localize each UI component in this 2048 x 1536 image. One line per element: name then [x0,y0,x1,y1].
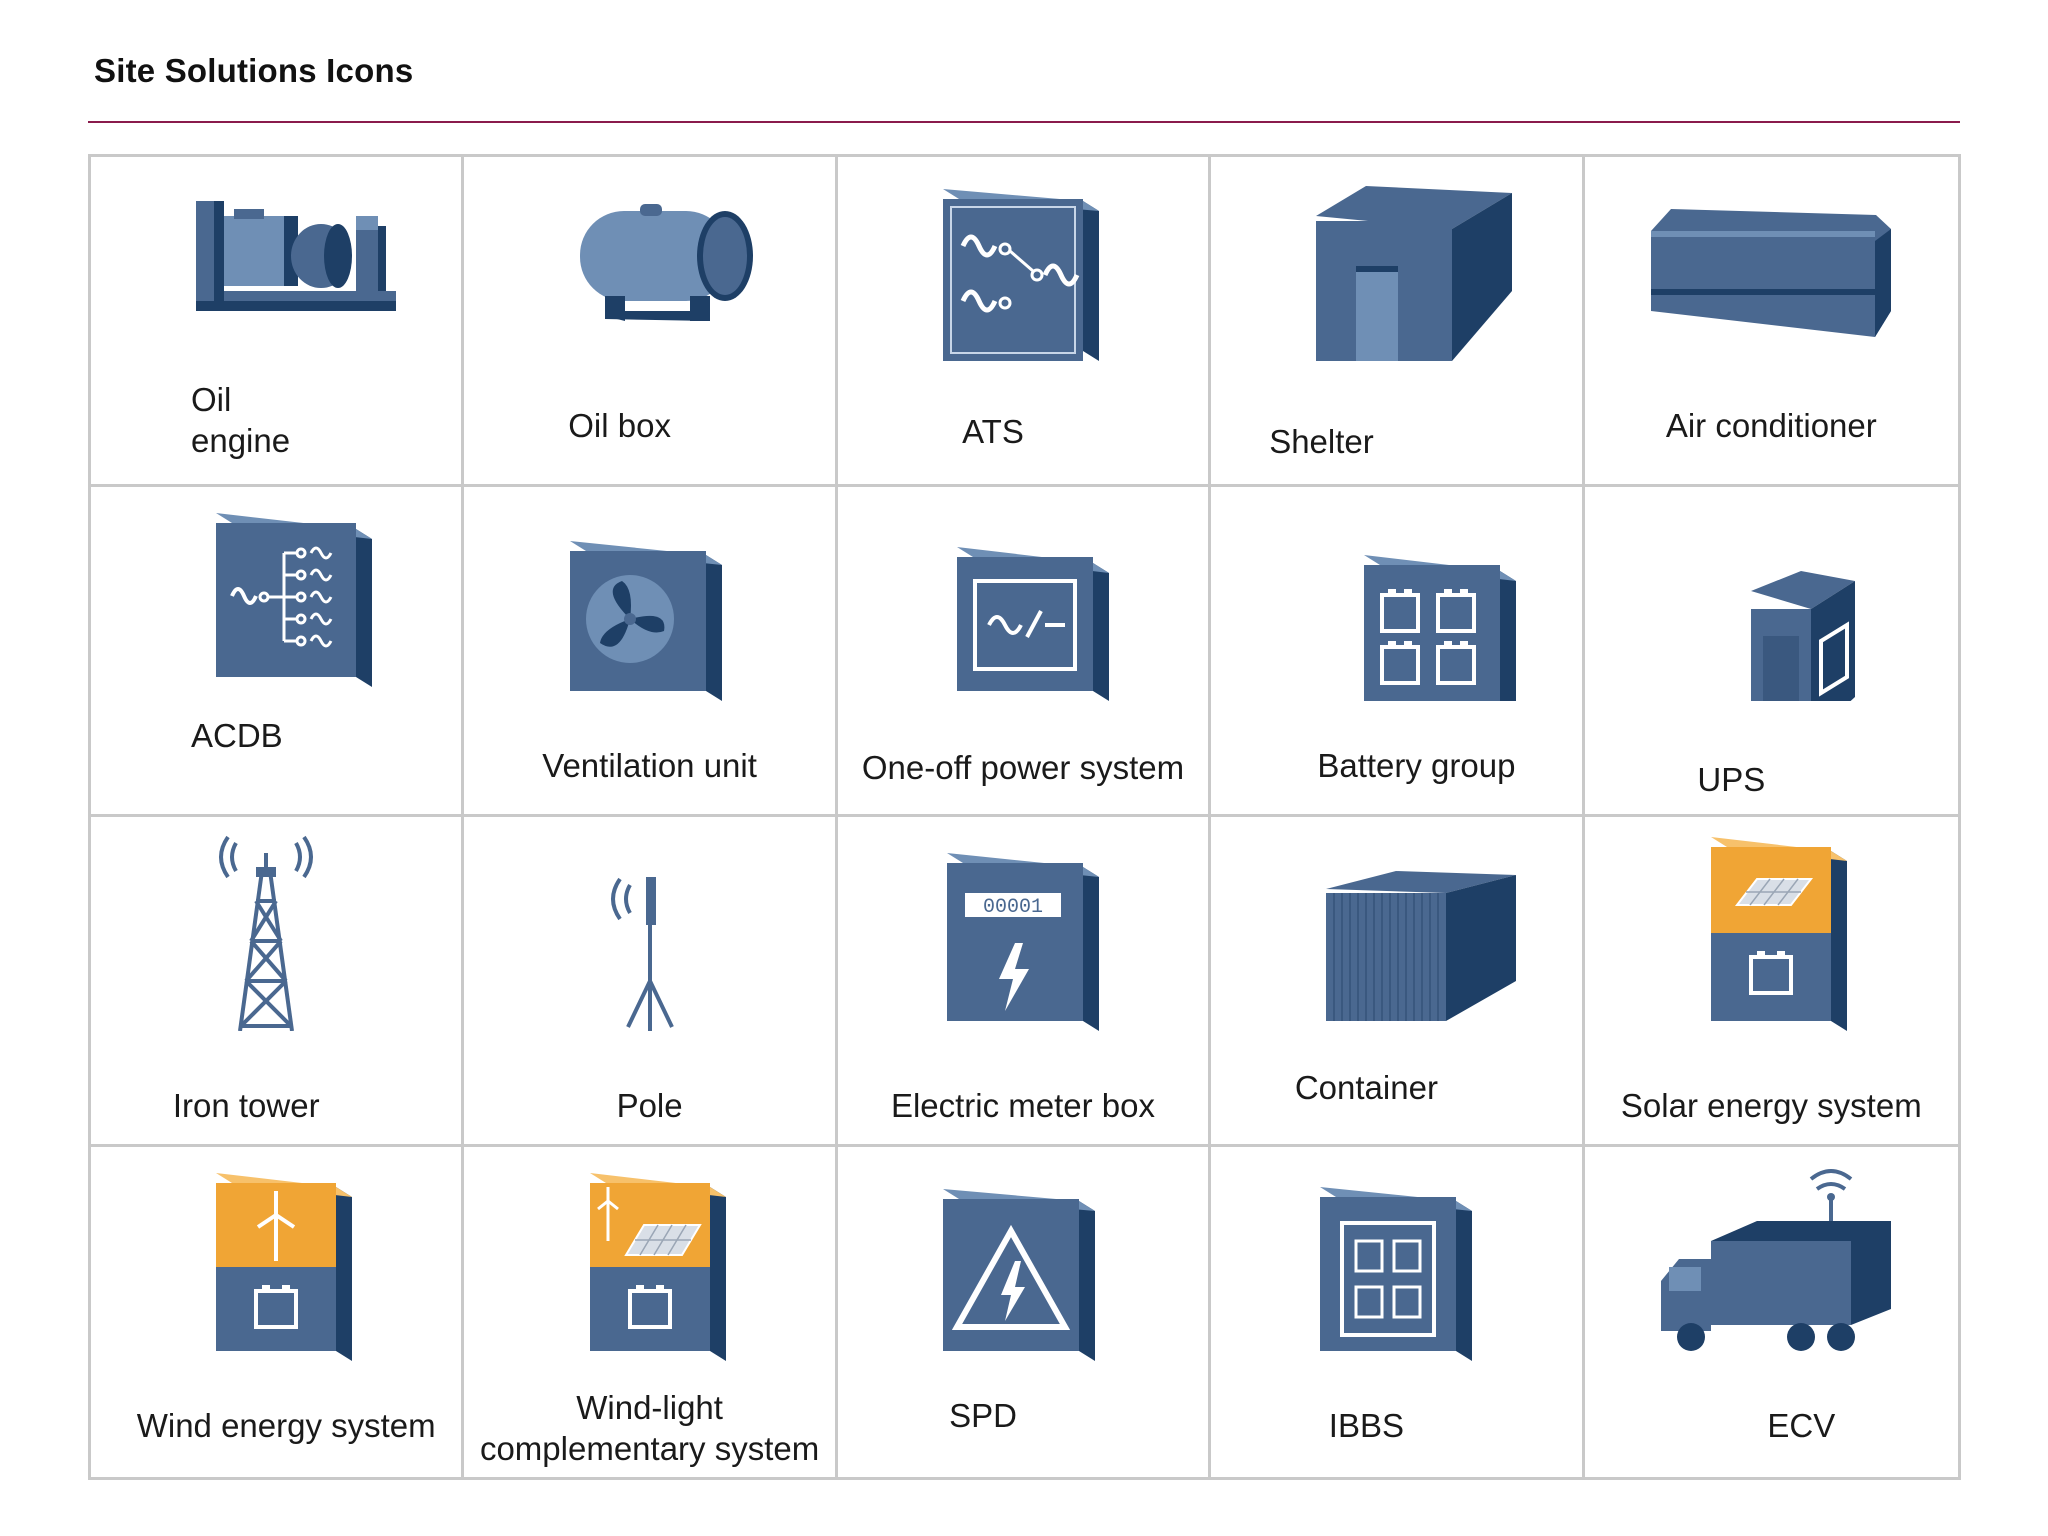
icon-label: ATS [962,413,1024,450]
icon-cell-container: Container [1211,817,1585,1147]
solar-energy-system-icon [1711,837,1848,1031]
icon-label: ACDB [191,717,283,754]
pole-icon [610,877,674,1031]
icon-cell-oil-box: Oil box [464,157,838,487]
icon-cell-spd: SPD [838,1147,1212,1477]
shelter-icon [1316,186,1513,361]
icon-cell-acdb: ACDB [91,487,465,817]
title-divider [88,121,1960,123]
icon-label: Ventilation unit [542,747,757,784]
icon-cell-ecv: ECV [1585,1147,1958,1477]
icon-label: Solar energy system [1620,1087,1922,1124]
icon-cell-wind-energy-system: Wind energy system [91,1147,465,1477]
wind-energy-system-icon [216,1173,353,1361]
icon-cell-one-off-power-system: One-off power system [837,487,1212,817]
icon-label: UPS [1697,761,1766,798]
icon-cell-shelter: Shelter [1211,157,1585,487]
battery-group-icon [1364,555,1517,701]
icon-label: Pole [616,1087,683,1124]
icon-cell-ats: ATS [837,157,1212,487]
icon-label: Wind energy system [136,1407,436,1444]
meter-digits: 00001 [983,896,1043,919]
acdb-icon [216,513,373,687]
icon-label: Iron tower [172,1087,320,1124]
one-off-power-system-icon [956,547,1109,701]
icon-label: Wind-light complementary system [479,1389,820,1468]
icon-label: SPD [949,1397,1017,1434]
icon-grid: Oil engine Oil box ATS [88,154,1961,1480]
icon-cell-ventilation-unit: Ventilation unit [464,487,838,817]
oil-engine-icon [196,201,397,311]
ups-icon [1751,571,1856,701]
icon-label: IBBS [1328,1407,1404,1444]
electric-meter-box-icon: 00001 [946,853,1099,1031]
icon-cell-pole: Pole [464,817,838,1147]
icon-cell-battery-group: Battery group [1211,487,1585,817]
ats-icon [942,189,1099,361]
icon-label: ECV [1767,1407,1836,1444]
icon-label: Oil box [568,407,671,444]
container-icon [1326,871,1517,1021]
icon-label: Oil engine [191,381,291,460]
icon-label: One-off power system [861,749,1185,786]
air-conditioner-icon [1651,209,1892,337]
ventilation-unit-icon [569,541,722,701]
icon-cell-iron-tower: Iron tower [91,817,465,1147]
wind-light-complementary-system-icon [589,1173,726,1361]
icon-label: Container [1294,1069,1438,1106]
page-title: Site Solutions Icons [94,52,414,89]
icon-cell-oil-engine: Oil engine [91,157,465,487]
icon-label: Electric meter box [890,1087,1156,1124]
icon-cell-ups: UPS [1584,487,1958,817]
ibbs-icon [1320,1187,1473,1361]
spd-icon [942,1189,1095,1361]
ecv-icon [1661,1169,1892,1351]
icon-cell-air-conditioner: Air conditioner [1584,157,1958,487]
icon-cell-ibbs: IBBS [1211,1147,1585,1477]
icon-label: Battery group [1317,747,1516,784]
oil-box-icon [579,204,753,321]
icon-cell-wind-light-complementary-system: Wind-light complementary system [464,1147,838,1477]
icon-cell-electric-meter-box: 00001 Electric meter box [837,817,1212,1147]
icon-label: Air conditioner [1665,407,1877,444]
icon-label: Shelter [1269,423,1374,460]
icon-cell-solar-energy-system: Solar energy system [1584,817,1958,1147]
iron-tower-icon [219,835,314,1031]
